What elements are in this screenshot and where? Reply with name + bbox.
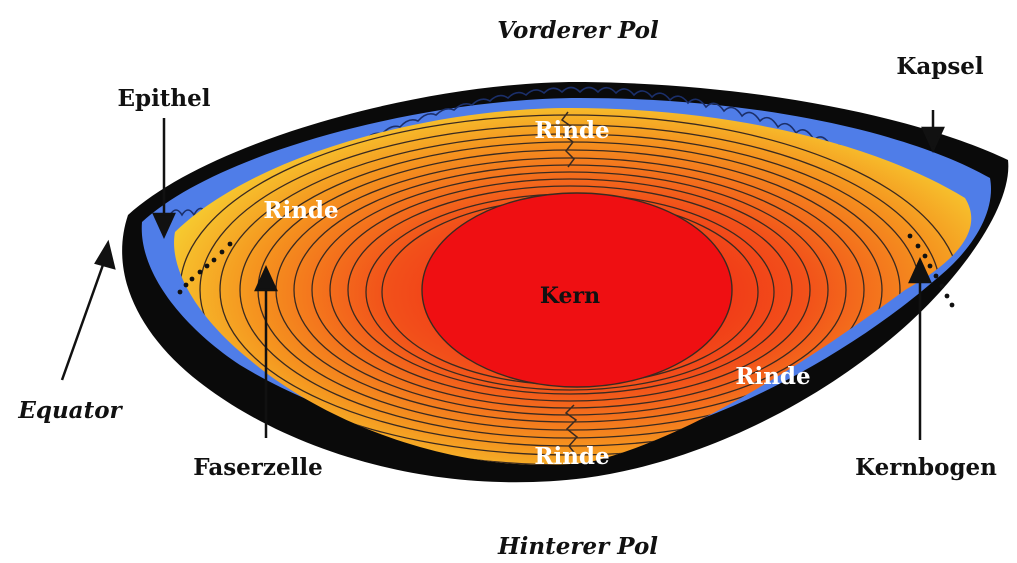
arrow-faserzelle-head: [254, 264, 278, 292]
label-posterior-pole: Hinterer Pol: [497, 533, 658, 560]
label-nuclear-bow: Kernbogen: [855, 454, 997, 481]
label-nucleus: Kern: [540, 283, 600, 309]
arrow-equator: [60, 261, 106, 381]
label-fiber-cell: Faserzelle: [193, 454, 322, 481]
posterior-suture: [564, 404, 579, 456]
arrow-kapsel-head: [921, 126, 945, 154]
pointer-arrows: [60, 110, 945, 440]
arrow-epithel-head: [152, 212, 176, 240]
nuclear-bow-left: [177, 241, 233, 295]
label-cortex-bottom: Rinde: [534, 443, 609, 470]
lens-nucleus: [421, 192, 733, 388]
arrow-equator-head: [94, 239, 116, 270]
label-epithelium: Epithel: [117, 85, 210, 112]
label-equator: Equator: [17, 397, 123, 424]
arrow-kernbogen-head: [908, 256, 932, 284]
label-capsule: Kapsel: [896, 53, 984, 80]
nuclear-bow-right: [907, 233, 955, 308]
label-cortex-right: Rinde: [735, 363, 810, 390]
label-anterior-pole: Vorderer Pol: [497, 17, 659, 44]
anterior-suture: [560, 111, 575, 168]
label-cortex-left: Rinde: [263, 197, 338, 224]
label-cortex-top: Rinde: [534, 117, 609, 144]
